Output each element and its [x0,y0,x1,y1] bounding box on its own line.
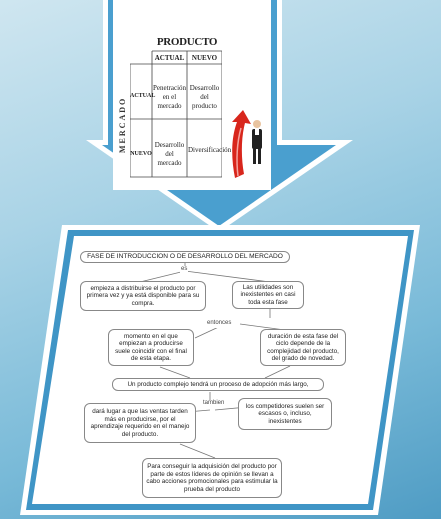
matrix-cell-penetracion: Penetración en el mercado [153,84,187,110]
matrix-row-header-nuevo: NUEVO [130,151,152,157]
node-distribute: empieza a distribuirse el producto por p… [80,281,206,311]
growth-arrow-icon [232,110,262,178]
node-duration: duración de esta fase del ciclo depende … [260,329,346,366]
matrix-cell-desarrollo-mercado: Desarrollo del mercado [154,141,185,167]
matrix-grid [130,50,222,178]
matrix-cell-desarrollo-producto: Desarrollo del producto [189,84,220,110]
link-entonces: entonces [206,320,233,328]
concept-map-title: FASE DE INTRODUCCION O DE DESARROLLO DEL… [80,251,290,263]
matrix-image [113,0,271,190]
matrix-col-header-actual: ACTUAL [154,54,185,62]
link-tambien: tambien [202,400,226,408]
link-es: es [180,266,189,274]
node-utilities: Las utilidades son inexistentes en casi … [232,281,304,309]
matrix-col-header-nuevo: NUEVO [191,54,218,62]
node-complex: Un producto complejo tendrá un proceso d… [112,378,324,391]
node-moment: momento en el que empiezan a producirse … [108,329,194,366]
matrix-title: PRODUCTO [156,36,218,48]
node-leaders: Para conseguir la adquisición del produc… [142,458,282,498]
matrix-cell-diversificacion: Diversificación [188,146,232,154]
node-competitors: los competidores suelen ser escasos o, i… [238,398,332,430]
matrix-row-header-actual: ACTUAL [130,93,156,99]
node-sales: dará lugar a que las ventas tarden más e… [84,403,196,443]
